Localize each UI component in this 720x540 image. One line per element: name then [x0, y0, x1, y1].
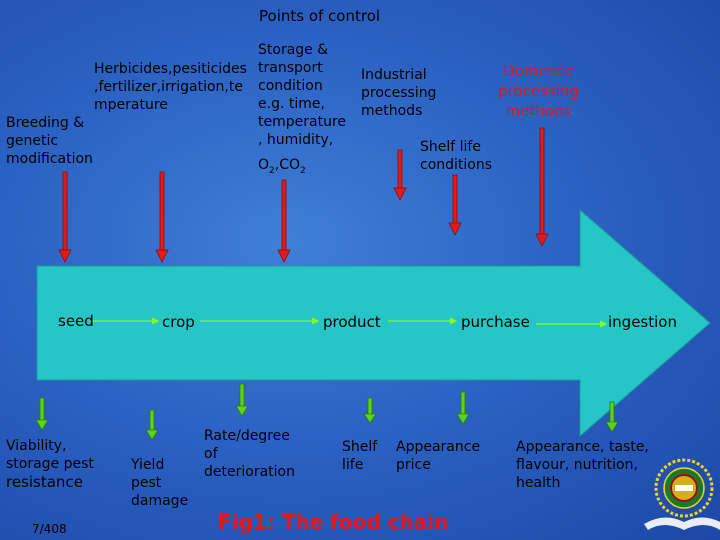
green-arrow-yield	[145, 409, 159, 441]
green-arrow-shelf	[363, 397, 377, 424]
outcome-shelf: Shelf life	[342, 439, 378, 473]
outcome-viability-line1: Viability, storage pest	[6, 438, 94, 472]
food-chain-arrow	[36, 208, 711, 438]
gas-co: ,CO	[274, 157, 301, 173]
chain-product: product	[323, 313, 381, 331]
control-breeding-label: Breeding & genetic modification	[6, 115, 93, 167]
chain-crop: crop	[162, 313, 195, 331]
control-domestic-label: Domestic processing methods	[498, 62, 579, 120]
red-arrow-industrial	[393, 149, 407, 201]
gas-o: O	[258, 157, 270, 173]
outcome-appearance-price: Appearance price	[396, 439, 481, 473]
green-arrow-viability	[35, 397, 49, 431]
red-arrow-herbicides	[155, 171, 169, 263]
figure-caption: Fig1: The food chain	[218, 510, 449, 534]
outcome-yield: Yield pest damage	[131, 457, 189, 509]
control-storage-label: Storage & transport condition e.g. time,…	[258, 42, 346, 148]
control-shelf-life-label: Shelf life conditions	[420, 139, 493, 173]
outcome-rate: Rate/degree of deterioration	[204, 428, 295, 480]
red-arrow-storage	[277, 179, 291, 263]
chain-seed: seed	[58, 312, 94, 330]
page-title: Points of control	[259, 7, 381, 25]
control-industrial-label: Industrial processing methods	[361, 67, 437, 119]
gas-o-subscript: 2	[269, 165, 275, 176]
slide-number: 7/408	[32, 522, 67, 536]
chain-purchase: purchase	[461, 313, 530, 331]
red-control-arrows	[58, 127, 549, 263]
chain-ingestion: ingestion	[608, 313, 677, 331]
green-arrow-sensory	[605, 401, 619, 433]
outcome-viability-line2: resistance	[6, 473, 83, 491]
green-outcome-arrows	[35, 383, 619, 441]
control-storage-gases: O2,CO2	[258, 156, 306, 180]
red-arrow-shelf-life	[448, 174, 462, 236]
gas-co-subscript: 2	[300, 165, 306, 176]
red-arrow-domestic	[535, 127, 549, 247]
green-arrow-rate	[235, 383, 249, 417]
green-arrow-appearance-price	[456, 391, 470, 425]
outcome-sensory: Appearance, taste, flavour, nutrition, h…	[516, 439, 649, 491]
university-emblem	[644, 458, 720, 530]
chain-connectors	[92, 317, 608, 328]
red-arrow-breeding	[58, 171, 72, 263]
control-herbicides-label: Herbicides,pesiticides ,fertilizer,irrig…	[94, 61, 247, 113]
